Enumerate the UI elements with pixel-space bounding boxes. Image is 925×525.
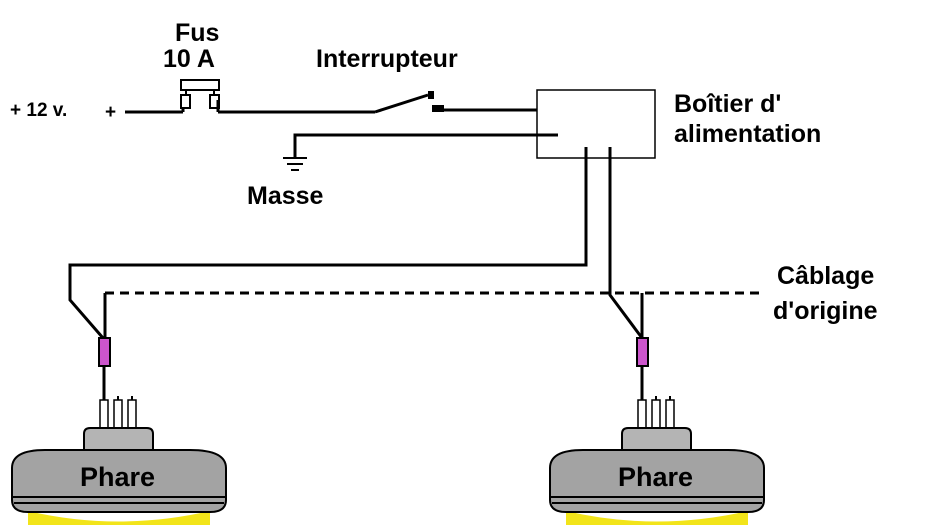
- harness-label-line1: Câblage: [777, 262, 874, 290]
- switch-icon: [374, 91, 444, 114]
- headlamp-icon: [549, 396, 765, 525]
- supply-label: + 12 v.: [10, 100, 67, 121]
- fuse-label-line1: Fus: [175, 19, 219, 47]
- power-box: [536, 89, 656, 159]
- fuse-label-line2: 10 A: [163, 45, 215, 73]
- switch-label: Interrupteur: [316, 45, 458, 73]
- fuse-icon: [180, 79, 220, 112]
- headlamp-icon: [11, 396, 227, 525]
- box-label-line2: alimentation: [674, 120, 821, 148]
- left-lamp-label: Phare: [80, 462, 155, 492]
- connector-icon: [98, 337, 111, 400]
- ground-wire: [293, 133, 558, 158]
- right-lamp-label: Phare: [618, 462, 693, 492]
- ground-icon: [283, 157, 307, 171]
- box-to-right-lamp-wire: [608, 147, 644, 339]
- box-label-line1: Boîtier d': [674, 90, 781, 118]
- harness-label-line2: d'origine: [773, 297, 878, 325]
- supply-plus-label: +: [105, 102, 116, 123]
- box-to-left-lamp-wire: [68, 147, 588, 339]
- ground-label: Masse: [247, 182, 324, 210]
- connector-icon: [636, 337, 649, 400]
